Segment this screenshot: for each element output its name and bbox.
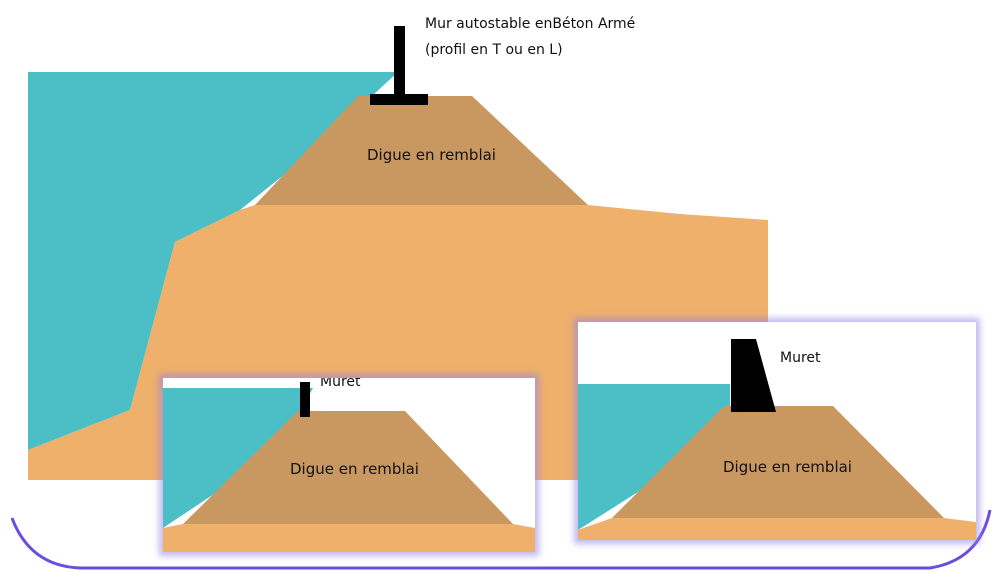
t-wall-stem	[394, 26, 405, 98]
inset-dike-label: Digue en remblai	[290, 460, 419, 478]
inset-muret-label-right: Muret	[780, 350, 821, 366]
inset-low-wall: Muret Digue en remblai	[163, 378, 535, 552]
inset-water-right	[578, 384, 730, 530]
t-wall-base	[370, 94, 428, 105]
inset-gravity-wall-diagram: Muret Digue en remblai	[578, 339, 976, 540]
inset-muret-label: Muret	[320, 378, 361, 390]
frame-curve	[10, 509, 992, 570]
inset-low-wall-diagram: Muret Digue en remblai	[163, 378, 535, 552]
wall-label-line1: Mur autostable enBéton Armé	[425, 16, 635, 32]
water-area	[28, 72, 398, 450]
wall-label-line2: (profil en T ou en L)	[425, 42, 563, 58]
dike-embankment	[255, 96, 588, 205]
inset-dike-label-right: Digue en remblai	[723, 458, 852, 476]
inset-muret-trapezoid	[731, 339, 776, 412]
inset-water	[163, 388, 313, 528]
inset-ground	[163, 524, 535, 552]
dike-label: Digue en remblai	[367, 146, 496, 164]
inset-gravity-wall: Muret Digue en remblai	[578, 322, 976, 540]
inset-muret	[300, 382, 310, 417]
inset-ground-right	[578, 518, 976, 540]
inset-dike-right	[612, 406, 944, 518]
inset-dike	[183, 411, 513, 524]
